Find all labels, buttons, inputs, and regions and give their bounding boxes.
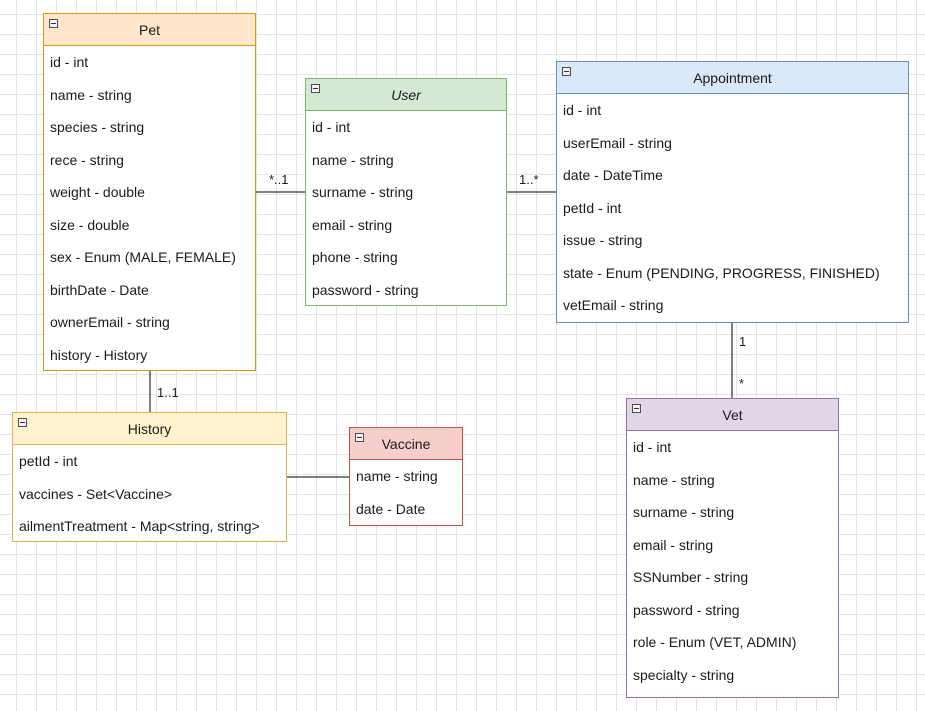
class-pet-attribute[interactable]: ownerEmail - string <box>50 314 170 330</box>
class-user-attribute[interactable]: password - string <box>312 281 419 298</box>
collapse-minus-icon[interactable] <box>311 84 320 93</box>
class-user-attribute[interactable]: phone - string <box>312 249 398 265</box>
class-vet-attribute[interactable]: id - int <box>633 439 672 455</box>
collapse-minus-icon[interactable] <box>49 19 58 28</box>
multiplicity-user-appointment[interactable]: 1..* <box>519 172 539 187</box>
class-appointment-attribute[interactable]: id - int <box>563 102 602 118</box>
class-user-header[interactable]: User <box>306 79 506 111</box>
class-vet[interactable]: Vet id - int name - string surname - str… <box>626 398 839 698</box>
collapse-minus-icon[interactable] <box>562 67 571 76</box>
class-vet-attribute[interactable]: SSNumber - string <box>633 569 749 585</box>
class-history-title: History <box>127 421 172 437</box>
class-vet-header[interactable]: Vet <box>627 399 838 431</box>
collapse-minus-icon[interactable] <box>632 404 641 413</box>
class-vaccine[interactable]: Vaccine name - string date - Date <box>349 427 463 526</box>
class-appointment-attribute[interactable]: date - DateTime <box>563 167 663 183</box>
class-vaccine-header[interactable]: Vaccine <box>350 428 462 460</box>
multiplicity-appointment-vet-source[interactable]: 1 <box>739 334 747 349</box>
class-vet-attribute[interactable]: role - Enum (VET, ADMIN) <box>633 634 797 650</box>
class-vet-attribute[interactable]: name - string <box>633 471 715 488</box>
class-history-attribute[interactable]: vaccines - Set<Vaccine> <box>19 485 173 502</box>
class-pet-header[interactable]: Pet <box>44 14 255 46</box>
class-pet-attribute[interactable]: rece - string <box>50 151 124 168</box>
class-vaccine-attribute[interactable]: name - string <box>356 468 438 484</box>
class-pet-attribute[interactable]: history - History <box>50 346 148 363</box>
class-pet-attribute[interactable]: weight - double <box>50 184 145 200</box>
class-vet-attribute[interactable]: password - string <box>633 601 740 618</box>
class-appointment-attribute[interactable]: state - Enum (PENDING, PROGRESS, FINISHE… <box>563 264 880 281</box>
class-history-attribute[interactable]: petId - int <box>19 453 78 469</box>
class-user-title: User <box>391 87 421 103</box>
class-vaccine-title: Vaccine <box>381 436 431 452</box>
collapse-minus-icon[interactable] <box>355 433 364 442</box>
class-pet-attribute[interactable]: birthDate - Date <box>50 281 149 298</box>
multiplicity-pet-user[interactable]: *..1 <box>269 172 289 187</box>
class-user-attribute[interactable]: surname - string <box>312 184 414 200</box>
class-pet-attribute[interactable]: name - string <box>50 86 132 103</box>
class-user-attribute[interactable]: id - int <box>312 119 351 135</box>
class-pet-attribute[interactable]: id - int <box>50 54 89 70</box>
multiplicity-appointment-vet-target[interactable]: * <box>739 376 745 391</box>
class-appointment-attribute[interactable]: userEmail - string <box>563 134 672 151</box>
class-appointment-attribute[interactable]: issue - string <box>563 232 643 248</box>
class-pet-title: Pet <box>138 22 160 38</box>
multiplicity-pet-history[interactable]: 1..1 <box>157 385 179 400</box>
class-user[interactable]: User id - int name - string surname - st… <box>305 78 507 306</box>
class-user-attribute[interactable]: email - string <box>312 216 393 233</box>
class-vaccine-attribute[interactable]: date - Date <box>356 500 426 517</box>
class-history-header[interactable]: History <box>13 413 286 445</box>
class-pet[interactable]: Pet id - int name - string species - str… <box>43 13 256 371</box>
class-pet-attribute[interactable]: species - string <box>50 119 145 135</box>
class-vet-attribute[interactable]: surname - string <box>633 504 735 520</box>
class-vet-title: Vet <box>722 407 743 423</box>
collapse-minus-icon[interactable] <box>18 418 27 427</box>
class-history[interactable]: History petId - int vaccines - Set<Vacci… <box>12 412 287 542</box>
class-appointment-title: Appointment <box>693 70 772 86</box>
class-appointment-attribute[interactable]: petId - int <box>563 199 622 216</box>
class-vet-attribute[interactable]: specialty - string <box>633 666 735 683</box>
class-pet-attribute[interactable]: sex - Enum (MALE, FEMALE) <box>50 249 236 265</box>
class-user-attribute[interactable]: name - string <box>312 151 394 168</box>
class-pet-attribute[interactable]: size - double <box>50 216 130 233</box>
class-appointment-header[interactable]: Appointment <box>557 62 908 94</box>
class-vet-attribute[interactable]: email - string <box>633 536 714 553</box>
class-history-attribute[interactable]: ailmentTreatment - Map<string, string> <box>19 518 260 534</box>
class-appointment[interactable]: Appointment id - int userEmail - string … <box>556 61 909 323</box>
class-appointment-attribute[interactable]: vetEmail - string <box>563 297 664 313</box>
